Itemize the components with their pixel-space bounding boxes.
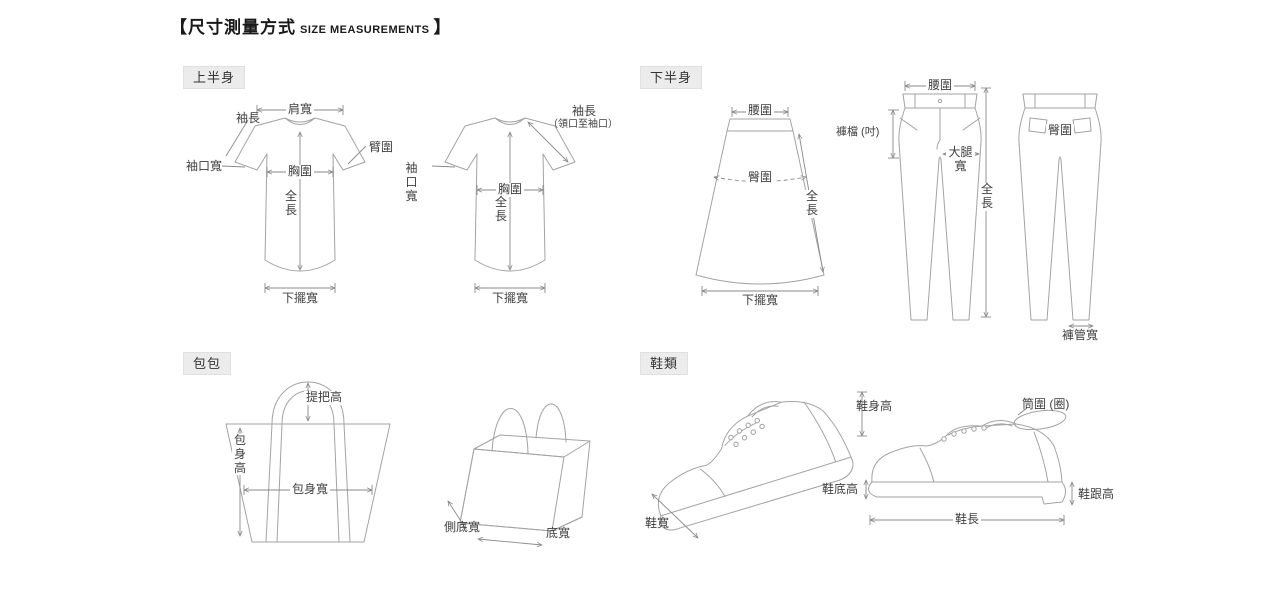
tote-bag-angled-illustration xyxy=(440,403,591,555)
sneaker-side-illustration xyxy=(860,407,1090,525)
skirt-illustration xyxy=(695,107,840,296)
title-en: SIZE MEASUREMENTS xyxy=(300,24,430,36)
label-shaft-circumference: 筒圍 (圈) xyxy=(1022,397,1070,411)
pants-back-illustration xyxy=(1018,93,1102,330)
label-crotch-length: 褲檔 (吋) xyxy=(836,126,880,138)
label-cuff-width-1: 袖口寬 xyxy=(186,159,223,173)
label-leg-opening-width: 褲管寬 xyxy=(1062,328,1099,342)
label-sleeve-length-2: 袖長 xyxy=(572,104,597,118)
label-chest-1: 胸圍 xyxy=(286,164,315,179)
label-heel-height: 鞋跟高 xyxy=(1078,487,1115,501)
label-handle-height: 提把高 xyxy=(304,390,345,405)
label-skirt-hem: 下擺寬 xyxy=(742,293,779,307)
label-hem-width-2: 下擺寬 xyxy=(492,291,529,305)
label-sleeve-length-1: 袖長 xyxy=(236,111,261,125)
label-bag-body-width: 包身寬 xyxy=(290,482,331,497)
label-total-length-1: 全長 xyxy=(283,189,298,218)
label-cuff-width-2: 袖口寬 xyxy=(405,161,418,203)
label-pants-hip: 臀圍 xyxy=(1046,123,1075,138)
label-skirt-hip: 臀圍 xyxy=(746,170,775,185)
section-header-lower-body: 下半身 xyxy=(640,66,703,89)
title-close-bracket: 】 xyxy=(433,18,452,37)
label-sleeve-length-note: （領口至袖口） xyxy=(548,119,618,130)
tshirt-front-illustration-1 xyxy=(221,105,367,293)
title-zh: 【尺寸測量方式 xyxy=(170,18,296,37)
label-hem-width-1: 下擺寬 xyxy=(282,291,319,305)
page-title: 【尺寸測量方式 SIZE MEASUREMENTS 】 xyxy=(170,13,452,38)
label-bag-body-height: 包身高 xyxy=(232,433,247,476)
label-bottom-width: 底寬 xyxy=(546,526,571,540)
label-sole-height: 鞋底高 xyxy=(822,482,859,496)
label-pants-waist: 腰圍 xyxy=(926,78,955,93)
label-skirt-waist: 腰圍 xyxy=(746,103,775,118)
label-shoulder-width: 肩寬 xyxy=(286,102,315,117)
label-arm-circumference: 臂圍 xyxy=(369,140,394,154)
label-pants-length: 全長 xyxy=(979,182,994,211)
label-thigh-width: 大腿寬 xyxy=(946,145,975,174)
label-total-length-2: 全長 xyxy=(493,195,508,224)
label-shoe-body-height: 鞋身高 xyxy=(856,399,893,413)
section-header-bags: 包包 xyxy=(183,352,232,375)
label-side-bottom-width: 側底寬 xyxy=(444,520,481,534)
section-header-shoes: 鞋類 xyxy=(640,352,689,375)
section-header-upper-body: 上半身 xyxy=(183,66,246,89)
sneaker-angled-illustration xyxy=(640,372,867,557)
label-skirt-length: 全長 xyxy=(804,189,819,218)
label-shoe-width: 鞋寬 xyxy=(645,516,670,530)
label-shoe-length: 鞋長 xyxy=(953,512,982,527)
